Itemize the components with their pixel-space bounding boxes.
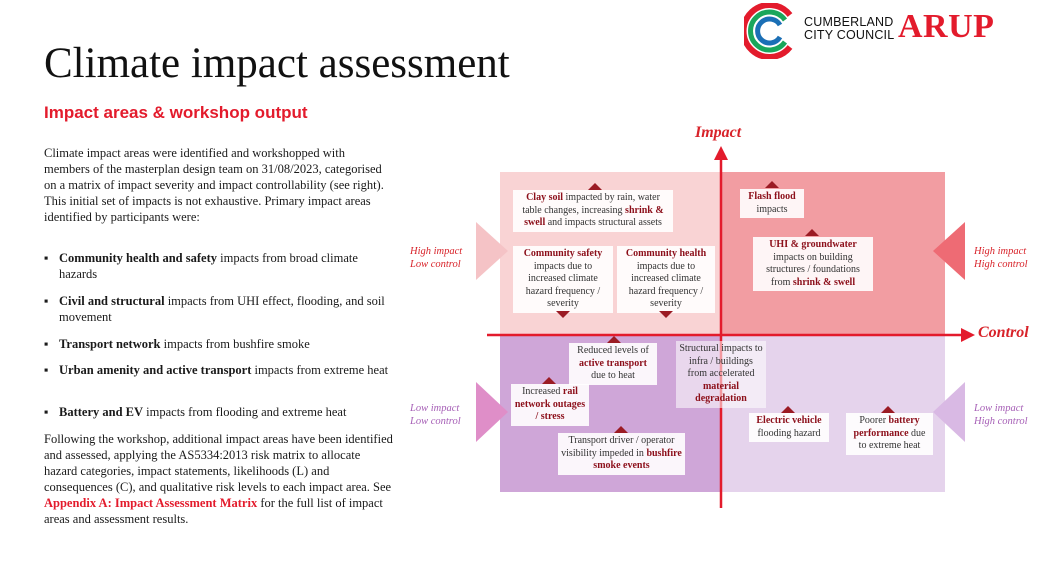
bullet-item: ▪Transport network impacts from bushfire… [44, 337, 310, 351]
axis-arrow-icon [714, 146, 728, 160]
marker-icon [588, 183, 602, 190]
side-arrow-icon [933, 382, 965, 442]
marker-icon [607, 336, 621, 343]
marker-icon [805, 229, 819, 236]
card-uhi-groundwater: UHI & groundwater impacts on building st… [753, 237, 873, 291]
axis-arrow-icon [961, 328, 975, 342]
card-active-transport: Reduced levels of active transport due t… [569, 343, 657, 385]
bullet-item: ▪Civil and structural impacts from UHI e… [44, 294, 385, 324]
card-flash-flood: Flash flood impacts [740, 189, 804, 218]
bullet-item: ▪Community health and safety impacts fro… [44, 251, 358, 281]
marker-icon [781, 406, 795, 413]
arup-logo: ARUP [898, 8, 995, 45]
marker-icon [659, 311, 673, 318]
card-transport-driver: Transport driver / operator visibility i… [558, 433, 685, 475]
y-axis-label: Impact [695, 124, 742, 141]
side-arrow-icon [476, 222, 508, 280]
side-arrow-icon [476, 382, 508, 442]
card-community-health: Community health impacts due to increase… [617, 246, 715, 313]
page-subtitle: Impact areas & workshop output [44, 103, 308, 122]
card-community-safety: Community safety impacts due to increase… [513, 246, 613, 313]
page-title: Climate impact assessment [44, 40, 510, 87]
council-logo-icon [744, 3, 793, 59]
intro-paragraph: Climate impact areas were identified and… [44, 146, 384, 224]
bullet-item: ▪Battery and EV impacts from flooding an… [44, 405, 347, 419]
card-rail-network: Increased rail network outages / stress [511, 384, 589, 426]
card-clay-soil: Clay soil impacted by rain, water table … [513, 190, 673, 232]
card-electric-vehicle: Electric vehicle flooding hazard [749, 413, 829, 442]
side-arrow-icon [933, 222, 965, 280]
bullet-item: ▪Urban amenity and active transport impa… [44, 363, 389, 377]
x-axis-label: Control [978, 324, 1029, 341]
card-structural: Structural impacts to infra / buildings … [676, 341, 766, 408]
council-name: CUMBERLAND CITY COUNCIL [804, 15, 895, 42]
marker-icon [881, 406, 895, 413]
marker-icon [614, 426, 628, 433]
card-battery-performance: Poorer battery performance due to extrem… [846, 413, 933, 455]
marker-icon [542, 377, 556, 384]
outro-paragraph: Following the workshop, additional impac… [44, 432, 393, 526]
marker-icon [556, 311, 570, 318]
marker-icon [765, 181, 779, 188]
appendix-link[interactable]: Appendix A: Impact Assessment Matrix [44, 496, 258, 510]
